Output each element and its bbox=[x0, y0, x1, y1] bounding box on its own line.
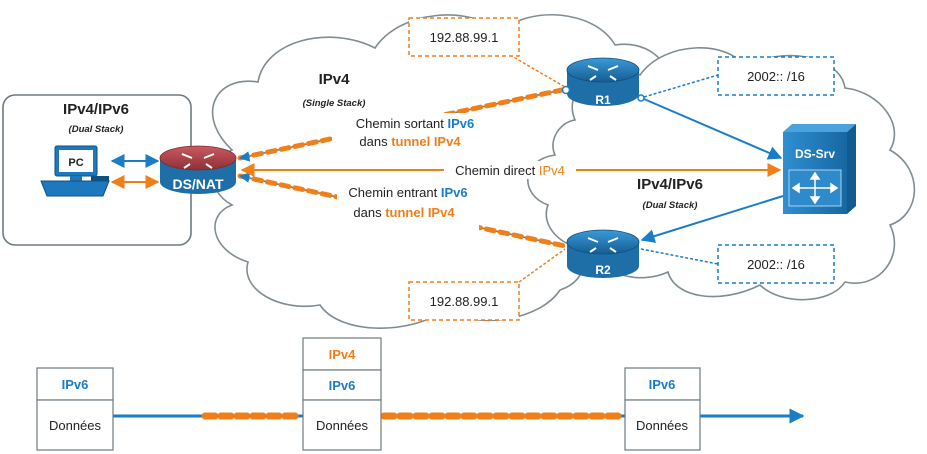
outbound-path-label: Chemin sortant IPv6 dans tunnel IPv4 bbox=[332, 113, 502, 149]
svg-text:192.88.99.1: 192.88.99.1 bbox=[430, 30, 499, 45]
svg-text:Chemin entrant IPv6: Chemin entrant IPv6 bbox=[348, 185, 467, 200]
right-packet-payload: Données bbox=[636, 418, 689, 433]
left-packet: IPv6 Données bbox=[36, 367, 114, 451]
middle-packet-payload: Données bbox=[316, 418, 369, 433]
address-callouts bbox=[509, 54, 719, 286]
svg-text:2002:: /16: 2002:: /16 bbox=[747, 69, 805, 84]
r1-ipv4-address-box: 192.88.99.1 bbox=[408, 17, 520, 57]
dual-cloud-subtitle: (Dual Stack) bbox=[643, 200, 698, 211]
left-packet-payload: Données bbox=[49, 418, 102, 433]
switch-arrows-icon bbox=[791, 171, 839, 205]
pc-label: PC bbox=[68, 157, 83, 169]
svg-text:Chemin sortant IPv6: Chemin sortant IPv6 bbox=[356, 116, 475, 131]
ipv4-cloud-title: IPv4 bbox=[319, 71, 351, 88]
right-packet: IPv6 Données bbox=[624, 367, 701, 451]
server-icon[interactable]: DS-Srv bbox=[783, 124, 856, 214]
host-box-subtitle: (Dual Stack) bbox=[69, 124, 124, 135]
r2-label: R2 bbox=[595, 263, 611, 277]
nat-router-label: DS/NAT bbox=[172, 176, 224, 192]
inbound-path-label: Chemin entrant IPv6 dans tunnel IPv4 bbox=[337, 182, 479, 236]
ipv4-cloud-subtitle: (Single Stack) bbox=[303, 98, 366, 109]
svg-text:2002:: /16: 2002:: /16 bbox=[747, 257, 805, 272]
r1-router-icon[interactable]: R1 bbox=[566, 57, 640, 107]
pc-nat-links bbox=[110, 154, 160, 189]
right-packet-header: IPv6 bbox=[649, 377, 676, 392]
computer-icon[interactable]: PC bbox=[40, 145, 110, 197]
nat-router-icon[interactable]: DS/NAT bbox=[159, 145, 237, 194]
r2-ipv6-prefix-box: 2002:: /16 bbox=[717, 244, 835, 284]
middle-packet-header: IPv6 bbox=[329, 378, 356, 393]
r2-router-icon[interactable]: R2 bbox=[566, 229, 640, 278]
direct-path-label: Chemin direct IPv4 bbox=[444, 161, 576, 179]
svg-text:192.88.99.1: 192.88.99.1 bbox=[430, 294, 499, 309]
middle-packet: IPv4 IPv6 Données bbox=[302, 337, 382, 451]
svg-text:dans tunnel IPv4: dans tunnel IPv4 bbox=[353, 205, 455, 220]
svg-text:Chemin direct IPv4: Chemin direct IPv4 bbox=[455, 163, 565, 178]
middle-packet-outer-header: IPv4 bbox=[329, 347, 357, 362]
r2-ipv4-address-box: 192.88.99.1 bbox=[408, 281, 520, 321]
left-packet-header: IPv6 bbox=[62, 377, 89, 392]
r1-ipv6-prefix-box: 2002:: /16 bbox=[717, 56, 835, 96]
dual-cloud-title: IPv4/IPv6 bbox=[637, 176, 703, 193]
svg-text:dans tunnel IPv4: dans tunnel IPv4 bbox=[359, 134, 461, 149]
server-r2-link bbox=[640, 195, 784, 243]
server-label: DS-Srv bbox=[795, 147, 835, 161]
host-box-title: IPv4/IPv6 bbox=[63, 101, 129, 118]
r1-server-link bbox=[637, 94, 783, 160]
r1-label: R1 bbox=[595, 93, 611, 107]
